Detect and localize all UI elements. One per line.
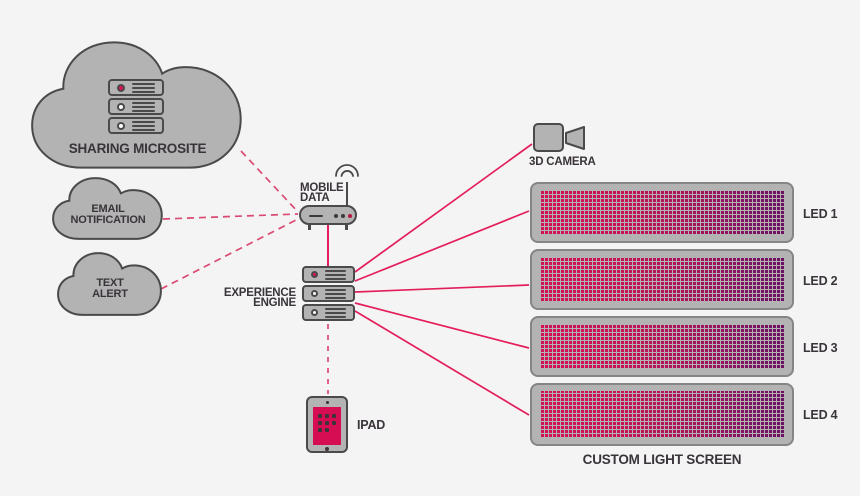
ipad-camera-dot (326, 401, 329, 404)
led-panel-1 (530, 182, 794, 243)
server-indicator-off (117, 102, 125, 111)
server-slots (132, 120, 155, 131)
mobile-data-label: MOBILE DATA (300, 182, 344, 204)
antenna-icon (346, 182, 348, 207)
led-dot-matrix (540, 324, 784, 369)
ipad-app-grid (318, 414, 336, 432)
led-panel-4 (530, 383, 794, 446)
led-dot-matrix (540, 391, 784, 438)
led-2-label: LED 2 (803, 274, 838, 288)
email-notification-node (52, 176, 164, 241)
server-slots (325, 307, 346, 318)
led-1-label: LED 1 (803, 207, 838, 221)
led-panel-3 (530, 316, 794, 377)
server-indicator-on (311, 271, 318, 278)
experience-engine-label: EXPERIENCE ENGINE (223, 287, 296, 309)
custom-light-screen-label: CUSTOM LIGHT SCREEN (582, 452, 742, 467)
ipad-home-button (325, 447, 329, 451)
experience-engine-server-icon (302, 266, 355, 321)
cloud-icon (52, 176, 164, 241)
cloud-icon (57, 251, 163, 317)
led-dot-matrix (540, 190, 784, 235)
microsite-server-icon (108, 79, 164, 134)
mobile-data-router-icon (299, 205, 357, 225)
led-panel-2 (530, 249, 794, 310)
camera-icon (533, 123, 564, 152)
ipad-screen (313, 407, 341, 445)
sharing-microsite-label: SHARING MICROSITE (68, 141, 207, 156)
wifi-waves-icon (335, 164, 359, 177)
ipad-label: IPAD (357, 418, 386, 432)
led-4-label: LED 4 (803, 408, 838, 422)
led-dot-matrix (540, 257, 784, 302)
server-slots (325, 269, 346, 280)
camera-lens-icon (565, 126, 585, 150)
email-notification-label: EMAIL NOTIFICATION (70, 203, 146, 226)
router-foot (345, 225, 348, 230)
text-alert-label: TEXT ALERT (92, 277, 128, 300)
server-slots (132, 82, 155, 93)
camera-label: 3D CAMERA (529, 156, 596, 168)
led-3-label: LED 3 (803, 341, 838, 355)
text-alert-node (57, 251, 163, 317)
server-slots (325, 288, 346, 299)
server-slots (132, 101, 155, 112)
server-indicator-off (311, 309, 318, 316)
router-foot (308, 225, 311, 230)
server-indicator-off (311, 290, 318, 297)
server-indicator-on (117, 83, 125, 92)
server-indicator-off (117, 121, 125, 130)
ipad-icon (306, 396, 348, 453)
